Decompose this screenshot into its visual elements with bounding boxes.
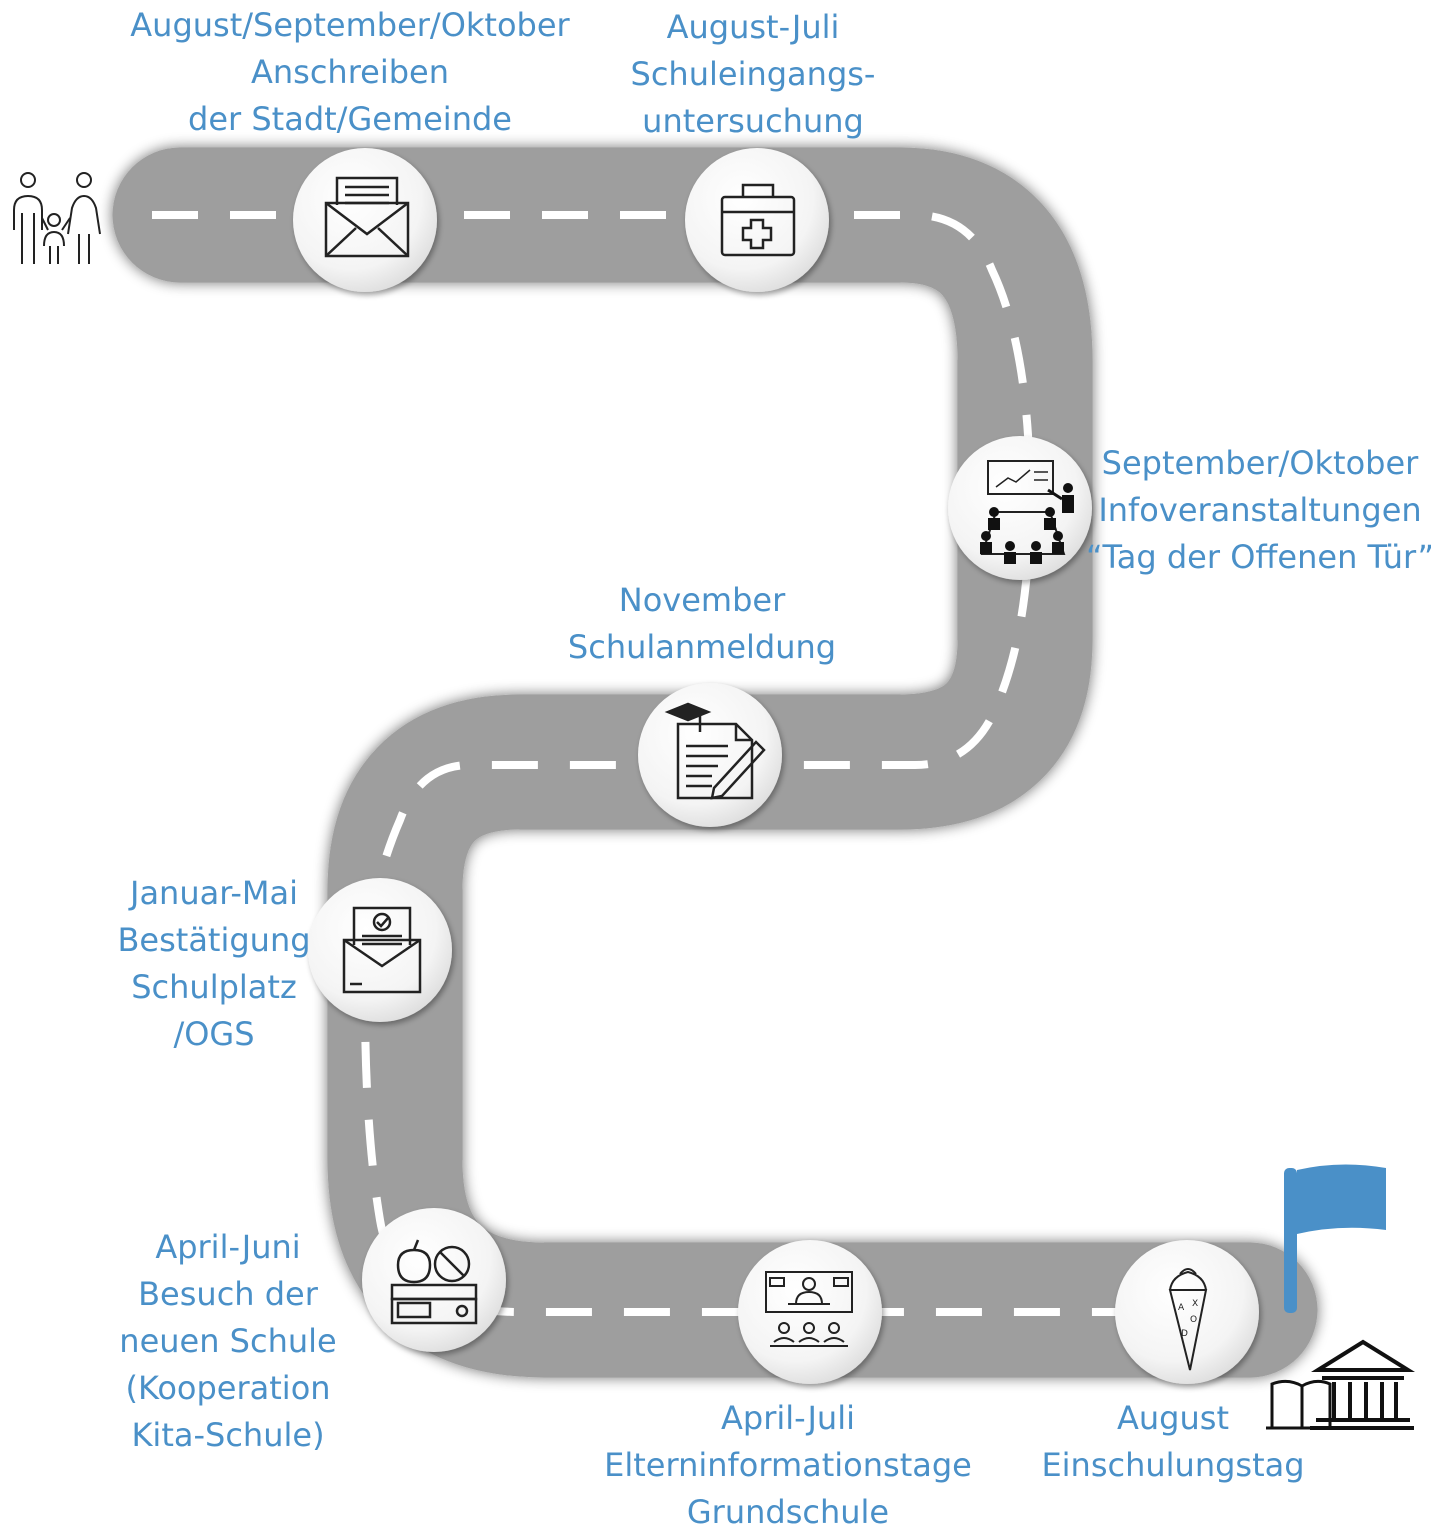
step-marker-schuleingang [685,148,829,292]
step-date: Januar-Mai [130,874,298,912]
step-label-infoveranstaltungen: September/Oktober Infoveranstaltungen “T… [1086,440,1431,581]
step-label-einschulung: August Einschulungstag [1041,1395,1304,1489]
school-building-icon [1310,1339,1415,1430]
step-marker-anschreiben [293,148,437,292]
step-marker-besuch [362,1208,506,1352]
registration-form-icon [664,702,766,800]
step-title: Anschreiben [250,53,450,91]
step-marker-schulanmeldung [638,683,782,827]
step-title: Schuleingangs- [630,55,876,93]
step-title: “Tag der Offenen Tür” [1085,538,1431,576]
step-date: August/September/Oktober [130,6,570,44]
classroom-icon [765,1271,853,1347]
step-title: Bestätigung [117,921,311,959]
family-icon [13,172,101,264]
step-title: Einschulungstag [1041,1446,1305,1484]
svg-text:X: X [1192,1299,1198,1309]
step-date: April-Juli [721,1399,855,1437]
step-label-besuch: April-Juni Besuch der neuen Schule (Koop… [119,1224,336,1459]
step-title: Infoveranstaltungen [1098,491,1422,529]
svg-text:D: D [1181,1329,1188,1339]
step-label-elterninfo: April-Juli Elterninformationstage Grunds… [604,1395,972,1536]
step-date: September/Oktober [1101,444,1419,482]
flag-icon [1284,1164,1386,1313]
step-title: der Stadt/Gemeinde [188,100,512,138]
medical-kit-icon [720,183,796,257]
step-title: (Kooperation [125,1369,331,1407]
step-title: neuen Schule [119,1322,337,1360]
step-marker-bestaetigung [308,878,452,1022]
envelope-letter-icon [324,176,410,258]
svg-text:A: A [1178,1303,1185,1313]
step-title: Schulplatz [131,968,297,1006]
school-supplies-icon [390,1239,478,1325]
step-label-anschreiben: August/September/Oktober Anschreiben der… [130,2,569,143]
school-cone-icon: A O D X [1168,1268,1208,1371]
step-label-schuleingang: August-Juli Schuleingangs- untersuchung [631,4,876,145]
svg-text:O: O [1190,1315,1197,1325]
step-title: Kita-Schule) [131,1416,325,1454]
road-center-line [152,211,1135,1316]
step-title: Elterninformationstage [604,1446,972,1484]
step-date: August [1117,1399,1229,1437]
step-date: April-Juni [155,1228,301,1266]
step-title: Grundschule [686,1493,890,1531]
step-label-bestaetigung: Januar-Mai Bestätigung Schulplatz /OGS [117,870,310,1058]
step-date: August-Juli [666,8,840,46]
step-title: Schulanmeldung [567,628,837,666]
step-marker-elterninfo [738,1240,882,1384]
step-label-schulanmeldung: November Schulanmeldung [568,577,836,671]
step-date: November [618,581,786,619]
step-marker-einschulung: A O D X [1115,1240,1259,1384]
presentation-meeting-icon [980,460,1074,564]
step-marker-infoveranstaltungen [948,436,1092,580]
step-title: /OGS [173,1015,255,1053]
confirmation-mail-icon [342,906,422,994]
step-title: Besuch der [138,1275,318,1313]
step-title: untersuchung [642,102,864,140]
